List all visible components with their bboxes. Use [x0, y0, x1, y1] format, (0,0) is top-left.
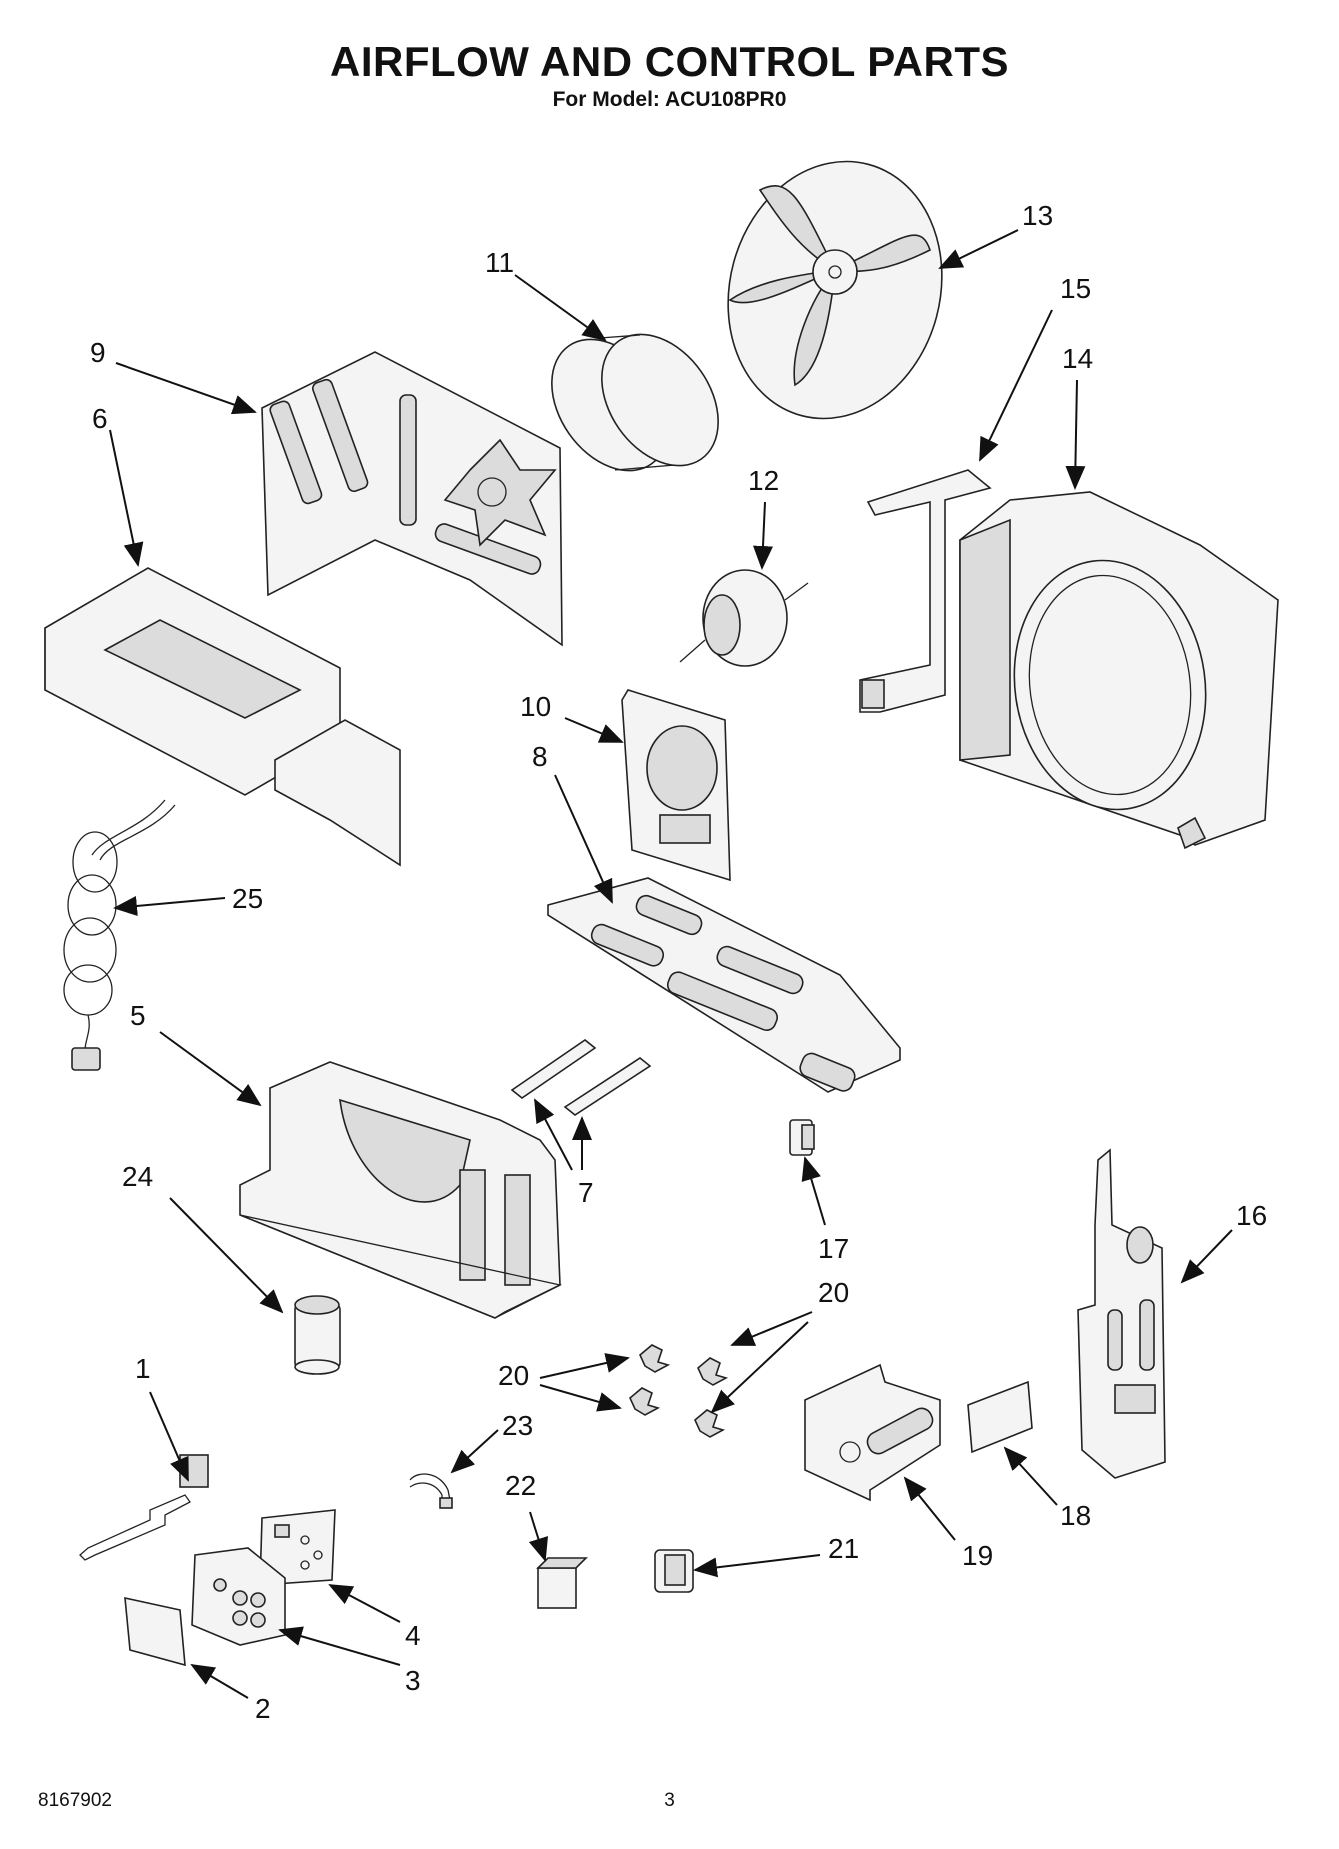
callout-23: 23	[502, 1410, 533, 1441]
callout-13: 13	[1022, 200, 1053, 231]
model-subtitle: For Model: ACU108PR0	[552, 88, 787, 111]
part-21-transformer	[654, 1549, 694, 1593]
callout-12: 12	[748, 465, 779, 496]
part-24-capacitor	[294, 1295, 341, 1375]
callout-22: 22	[505, 1470, 536, 1501]
leader-arrows	[109, 229, 1233, 1699]
callout-8: 8	[532, 741, 548, 772]
callout-15: 15	[1060, 273, 1091, 304]
callout-6: 6	[92, 403, 108, 434]
callout-21: 21	[828, 1533, 859, 1564]
part-12-motor	[679, 569, 809, 667]
callout-2: 2	[255, 1693, 271, 1724]
callout-4: 4	[405, 1620, 421, 1651]
callout-1: 1	[135, 1353, 151, 1384]
part-14-orifice-shroud	[959, 491, 1279, 850]
callout-18: 18	[1060, 1500, 1091, 1531]
part-15-bracket	[859, 469, 992, 713]
callout-14: 14	[1062, 343, 1093, 374]
callout-19: 19	[962, 1540, 993, 1571]
part-1-sensor	[79, 1454, 209, 1561]
callout-numbers: 9 6 11 13 15 14 12 10 8 25 5 7 17 16 24 …	[90, 200, 1267, 1724]
part-2-overlay	[124, 1596, 186, 1667]
callout-9: 9	[90, 337, 106, 368]
callout-20-upper: 20	[818, 1277, 849, 1308]
part-11-blower-ring	[551, 333, 719, 472]
part-25-power-cord	[63, 799, 176, 1071]
part-16-control-bracket	[1077, 1148, 1166, 1479]
document-number: 8167902	[38, 1790, 112, 1811]
page-title: AIRFLOW AND CONTROL PARTS	[329, 38, 1009, 85]
part-23-strap	[409, 1473, 453, 1509]
callout-16: 16	[1236, 1200, 1267, 1231]
callout-7: 7	[578, 1177, 594, 1208]
part-5-scroll-housing	[239, 1061, 562, 1319]
part-8-partition	[547, 877, 901, 1093]
page-number: 3	[664, 1790, 675, 1811]
part-20-clips	[629, 1344, 729, 1438]
callout-20-left: 20	[498, 1360, 529, 1391]
part-18-label	[967, 1380, 1033, 1454]
callout-24: 24	[122, 1161, 153, 1192]
part-4-pc-board	[259, 1509, 336, 1586]
callout-17: 17	[818, 1233, 849, 1264]
part-3-control-panel	[191, 1547, 286, 1646]
callout-11: 11	[485, 247, 514, 278]
part-6-base-pan	[44, 567, 401, 867]
part-19-control-box	[804, 1363, 941, 1502]
part-10-small-panel	[621, 689, 731, 882]
callout-3: 3	[405, 1665, 421, 1696]
callout-25: 25	[232, 883, 263, 914]
part-22-relay	[536, 1557, 588, 1609]
part-13-fan	[727, 160, 943, 420]
callout-10: 10	[520, 691, 551, 722]
part-9-panel	[261, 351, 563, 647]
callout-5: 5	[130, 1000, 146, 1031]
part-17-clip	[789, 1119, 815, 1156]
part-7-rails	[510, 1039, 652, 1116]
